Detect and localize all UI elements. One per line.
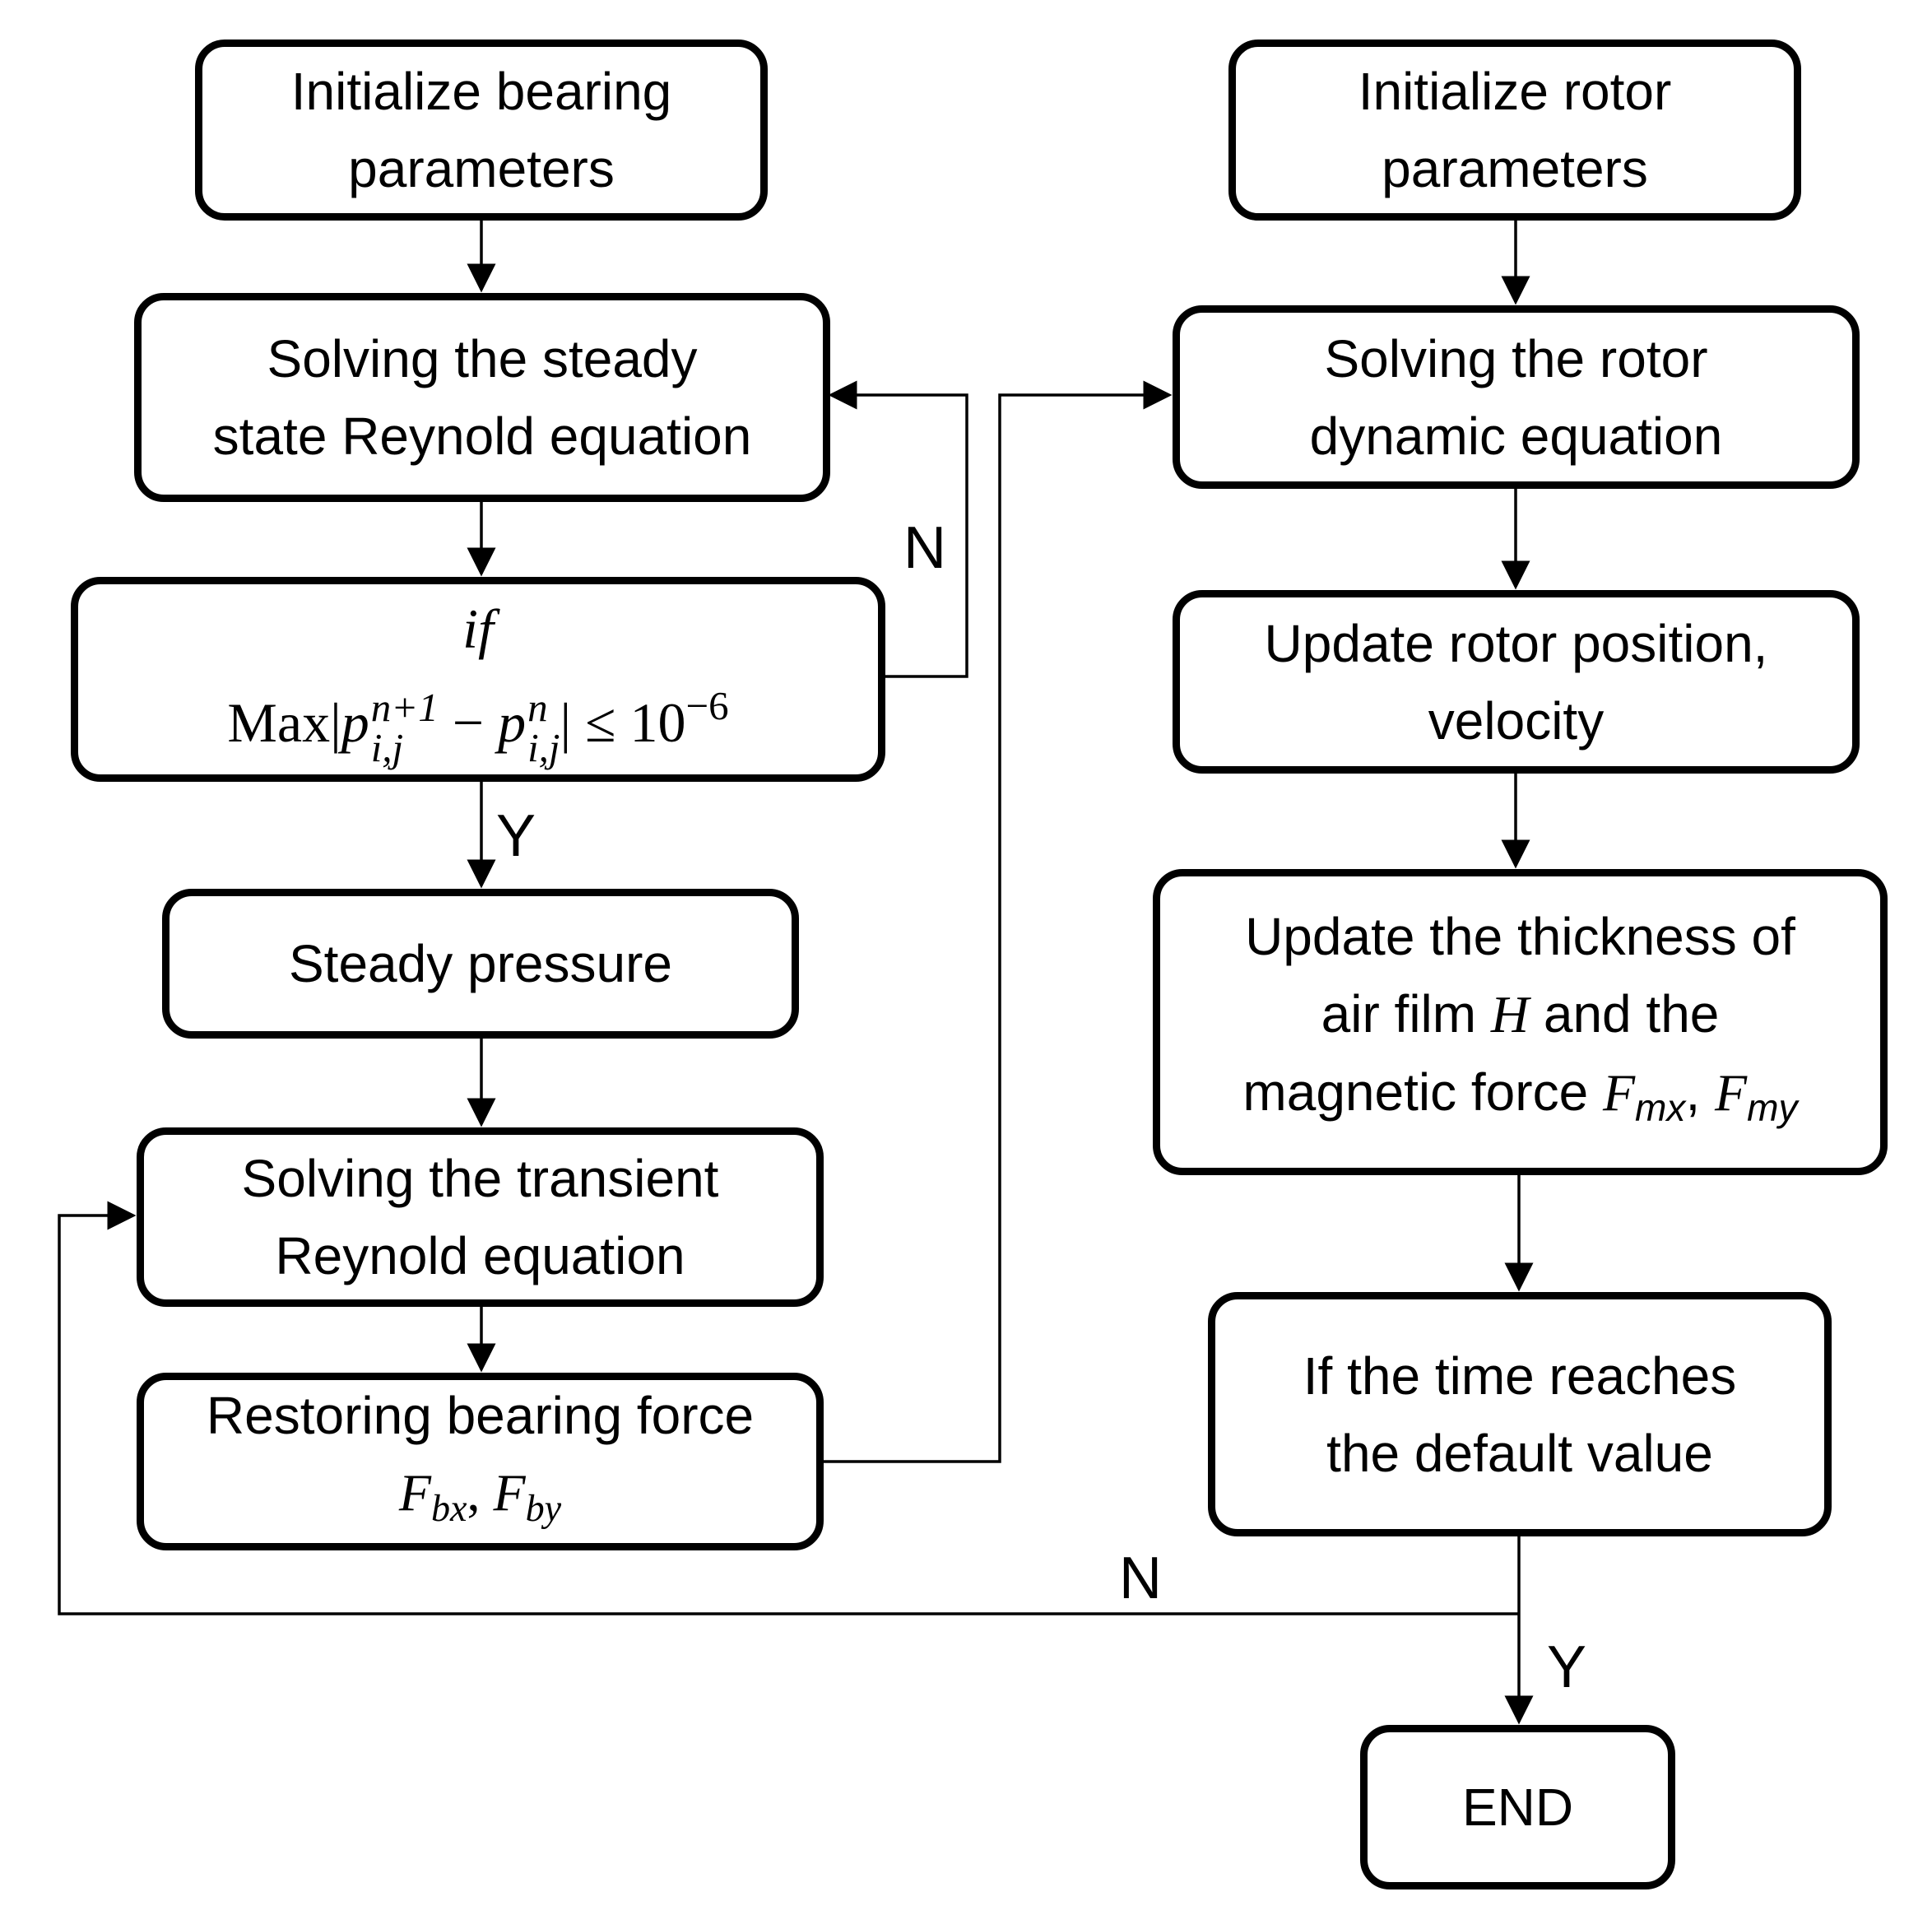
box-text: parameters <box>1382 139 1648 198</box>
time-check-box: If the time reaches the default value <box>1208 1292 1832 1536</box>
p-symbol: p <box>341 690 369 754</box>
box-text-line2: air film H and the <box>1242 975 1797 1053</box>
steady-yes-label: Y <box>496 803 536 869</box>
update-position-box: Update rotor position, velocity <box>1173 590 1860 774</box>
box-text: parameters <box>348 139 615 198</box>
box-text: air film <box>1321 984 1491 1044</box>
f-symbol: F <box>398 1462 431 1522</box>
separator: , <box>467 1462 494 1522</box>
initialize-rotor-box: Initialize rotor parameters <box>1228 40 1801 221</box>
restoring-force-box: Restoring bearing force Fbx, Fby <box>137 1373 824 1550</box>
transient-reynold-box: Solving the transient Reynold equation <box>137 1127 824 1307</box>
box-text: dynamic equation <box>1309 406 1723 466</box>
subscript: i,j <box>527 725 560 771</box>
steady-no-label: N <box>903 515 946 581</box>
box-text: velocity <box>1428 690 1605 751</box>
subscript: mx <box>1635 1085 1686 1129</box>
box-text: Update rotor position, <box>1264 613 1768 673</box>
rotor-dynamic-box: Solving the rotor dynamic equation <box>1173 305 1860 489</box>
condition-if: if <box>462 597 494 660</box>
arrow-time-no-loop <box>58 1201 1519 1615</box>
f-symbol: F <box>1602 1063 1636 1123</box>
subscript: i,j <box>370 725 404 771</box>
minus-sign: − <box>438 690 499 754</box>
f-symbol: F <box>493 1462 526 1522</box>
initialize-bearing-box: Initialize bearing parameters <box>195 40 768 221</box>
f-symbol: F <box>1715 1063 1748 1123</box>
steady-pressure-box: Steady pressure <box>162 889 799 1039</box>
superscript: n+1 <box>370 685 439 731</box>
box-text: If the time reaches <box>1303 1346 1737 1406</box>
time-yes-label: Y <box>1547 1634 1587 1700</box>
box-text: the default value <box>1326 1423 1713 1483</box>
box-text: Initialize rotor <box>1358 62 1672 121</box>
max-text: Max <box>227 690 331 754</box>
subscript: by <box>525 1486 562 1529</box>
separator: , <box>1685 1062 1716 1123</box>
box-text: and the <box>1529 984 1720 1044</box>
time-no-label: N <box>1119 1545 1162 1611</box>
box-text: Initialize bearing <box>290 62 672 121</box>
box-text: Solving the steady <box>267 329 698 388</box>
force-formula: Fbx, Fby <box>207 1454 754 1547</box>
arrow-check-no-loop <box>828 380 968 678</box>
steady-reynold-box: Solving the steady state Reynold equatio… <box>134 293 830 502</box>
box-text: Solving the rotor <box>1324 328 1708 388</box>
p-symbol: p <box>498 690 527 754</box>
box-text-line3: magnetic force Fmx, Fmy <box>1242 1053 1797 1146</box>
subscript: my <box>1747 1085 1798 1129</box>
update-thickness-box: Update the thickness of air film H and t… <box>1153 869 1888 1175</box>
box-text: Solving the transient <box>241 1149 719 1208</box>
end-box: END <box>1360 1725 1675 1889</box>
subscript: bx <box>431 1486 467 1529</box>
box-text: Reynold equation <box>275 1226 685 1285</box>
h-symbol: H <box>1490 985 1530 1044</box>
box-text: state Reynold equation <box>212 407 752 466</box>
box-text: Steady pressure <box>288 934 673 993</box>
exponent: −6 <box>685 682 729 728</box>
arrow-force-to-rotor <box>824 380 1173 1463</box>
box-text: Restoring bearing force <box>206 1385 755 1445</box>
tolerance-text: ≤ 10 <box>571 690 686 754</box>
superscript: n <box>527 685 548 731</box>
box-text: magnetic force <box>1242 1062 1603 1123</box>
box-text: END <box>1461 1778 1574 1837</box>
box-text: Update the thickness of <box>1245 907 1795 967</box>
